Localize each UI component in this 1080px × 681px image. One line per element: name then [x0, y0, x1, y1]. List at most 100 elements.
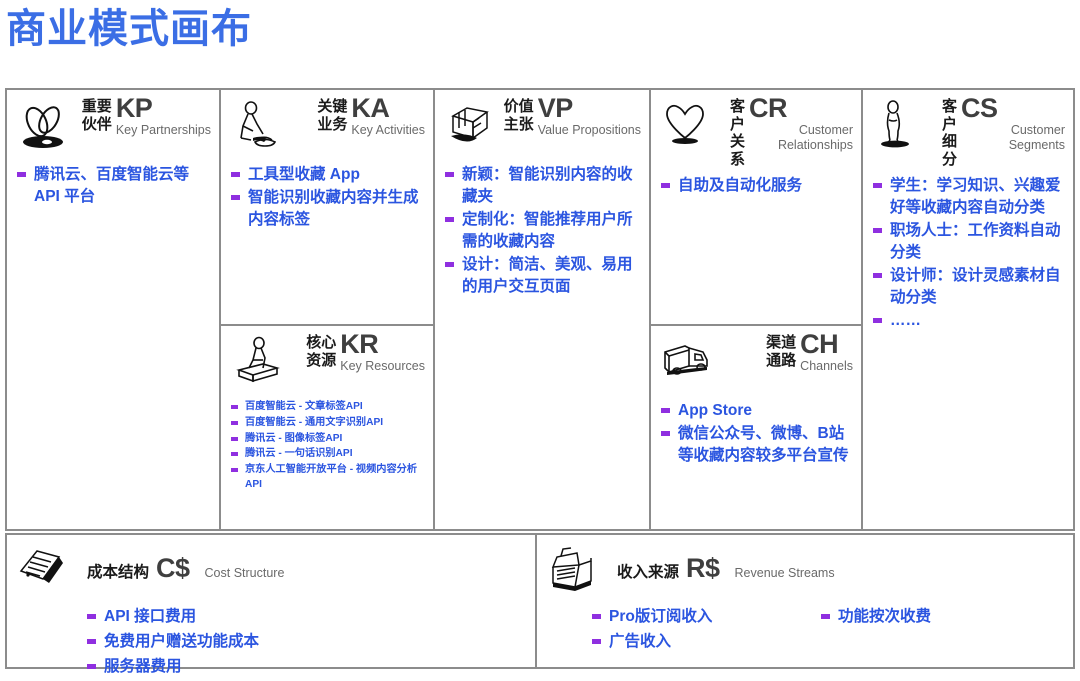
block-key-activities[interactable]: 关键 业务 KA Key Activities 工具型收藏 App 智能识别收藏…	[221, 90, 433, 326]
block-abbr: KA	[351, 93, 390, 123]
block-abbr: KP	[115, 93, 153, 123]
block-title-cn: 关键 业务	[317, 98, 348, 133]
page-title: 商业模式画布	[6, 7, 252, 51]
gift-package-icon	[443, 96, 501, 158]
block-title: 客户 细分 CS Customer Segments	[929, 93, 1065, 169]
column-customer-relationships: 客户 关系 CR Customer Relationships 自助及自动化服务	[651, 90, 863, 529]
block-title-en: Cost Structure	[204, 565, 285, 580]
block-title-en: Customer Segments	[1008, 122, 1065, 153]
block-cost-structure[interactable]: 成本结构 C$ Cost Structure API 接口费用 免费用户赠送功能…	[7, 535, 537, 675]
list-item[interactable]: 百度智能云 - 通用文字识别API	[229, 416, 425, 431]
block-abbr: KR	[340, 329, 379, 359]
column-key-partnerships: 重要 伙伴 KP Key Partnerships 腾讯云、百度智能云等 API…	[7, 90, 221, 529]
worker-pushing-icon	[229, 96, 287, 158]
cost-structure-list: API 接口费用 免费用户赠送功能成本 服务器费用	[85, 606, 527, 681]
block-abbr: C$	[156, 552, 190, 583]
block-abbr: CR	[749, 93, 788, 123]
block-header: 收入来源 R$ Revenue Streams	[545, 541, 1065, 597]
block-header: 客户 细分 CS Customer Segments	[871, 93, 1065, 169]
list-item[interactable]: 腾讯云 - 图像标签API	[229, 432, 425, 447]
block-title: 重要 伙伴 KP Key Partnerships	[73, 93, 211, 138]
block-header: 关键 业务 KA Key Activities	[229, 93, 425, 158]
block-title-cn: 客户 关系	[729, 98, 745, 169]
customer-segments-list: 学生：学习知识、兴趣爱好等收藏内容自动分类 职场人士：工作资料自动分类 设计师：…	[871, 175, 1065, 332]
block-key-partnerships[interactable]: 重要 伙伴 KP Key Partnerships 腾讯云、百度智能云等 API…	[7, 90, 219, 529]
invoice-document-icon	[15, 541, 77, 597]
list-item[interactable]: 设计：简洁、美观、易用的用户交互页面	[443, 254, 641, 298]
list-item[interactable]: 腾讯云、百度智能云等 API 平台	[15, 164, 211, 208]
block-title-en: Key Activities	[351, 122, 425, 137]
key-activities-list: 工具型收藏 App 智能识别收藏内容并生成内容标签	[229, 164, 425, 231]
column-value-propositions: 价值 主张 VP Value Propositions 新颖：智能识别内容的收藏…	[435, 90, 651, 529]
list-item[interactable]: App Store	[659, 400, 853, 422]
block-title-cn: 价值 主张	[503, 98, 534, 133]
block-header: 重要 伙伴 KP Key Partnerships	[15, 93, 211, 158]
block-customer-segments[interactable]: 客户 细分 CS Customer Segments 学生：学习知识、兴趣爱好等…	[863, 90, 1073, 529]
block-key-resources[interactable]: 核心 资源 KR Key Resources 百度智能云 - 文章标签API 百…	[221, 326, 433, 529]
channels-list: App Store 微信公众号、微博、B站等收藏内容较多平台宣传	[659, 400, 853, 467]
block-title-en: Customer Relationships	[777, 122, 853, 153]
list-item[interactable]: 免费用户赠送功能成本	[85, 631, 314, 653]
block-abbr: CS	[961, 93, 998, 123]
key-partnerships-list: 腾讯云、百度智能云等 API 平台	[15, 164, 211, 208]
delivery-truck-icon	[659, 332, 717, 394]
list-item[interactable]: 定制化：智能推荐用户所需的收藏内容	[443, 209, 641, 253]
canvas-grid: 重要 伙伴 KP Key Partnerships 腾讯云、百度智能云等 API…	[5, 88, 1075, 531]
list-item[interactable]: 腾讯云 - 一句话识别API	[229, 447, 425, 462]
list-item[interactable]: 学生：学习知识、兴趣爱好等收藏内容自动分类	[871, 175, 1065, 219]
block-abbr: VP	[537, 93, 574, 123]
list-item[interactable]: 广告收入	[590, 631, 819, 653]
block-header: 成本结构 C$ Cost Structure	[15, 541, 527, 597]
block-title-cn: 客户 细分	[941, 98, 957, 169]
block-title-cn: 渠道 通路	[766, 334, 797, 369]
list-item[interactable]: API 接口费用	[85, 606, 314, 628]
list-item[interactable]: 功能按次收费	[819, 606, 1018, 628]
list-item[interactable]: Pro版订阅收入	[590, 606, 819, 628]
block-title-en: Key Partnerships	[115, 122, 211, 137]
block-title-en: Key Resources	[340, 358, 425, 373]
block-abbr: R$	[686, 552, 720, 583]
block-title-cn: 核心 资源	[306, 334, 337, 369]
block-title-cn: 重要 伙伴	[81, 98, 112, 133]
block-value-propositions[interactable]: 价值 主张 VP Value Propositions 新颖：智能识别内容的收藏…	[435, 90, 649, 529]
block-title: 渠道 通路 CH Channels	[717, 329, 853, 374]
block-header: 价值 主张 VP Value Propositions	[443, 93, 641, 158]
column-key-activities: 关键 业务 KA Key Activities 工具型收藏 App 智能识别收藏…	[221, 90, 435, 529]
value-propositions-list: 新颖：智能识别内容的收藏夹 定制化：智能推荐用户所需的收藏内容 设计：简洁、美观…	[443, 164, 641, 298]
block-title-en: Value Propositions	[537, 122, 641, 137]
block-title-cn: 收入来源	[617, 563, 680, 581]
list-item[interactable]: 职场人士：工作资料自动分类	[871, 220, 1065, 264]
block-title-en: Channels	[800, 358, 853, 373]
list-item[interactable]: ……	[871, 310, 1065, 332]
revenue-streams-list: Pro版订阅收入 广告收入 功能按次收费	[590, 606, 1065, 656]
list-item[interactable]: 百度智能云 - 文章标签API	[229, 400, 425, 415]
block-customer-relationships[interactable]: 客户 关系 CR Customer Relationships 自助及自动化服务	[651, 90, 861, 326]
block-abbr: CH	[800, 329, 839, 359]
standing-person-icon	[871, 96, 929, 158]
block-header: 客户 关系 CR Customer Relationships	[659, 93, 853, 169]
list-item[interactable]: 微信公众号、微博、B站等收藏内容较多平台宣传	[659, 423, 853, 467]
list-item[interactable]: 设计师：设计灵感素材自动分类	[871, 265, 1065, 309]
key-resources-list: 百度智能云 - 文章标签API 百度智能云 - 通用文字识别API 腾讯云 - …	[229, 400, 425, 493]
list-item[interactable]: 京东人工智能开放平台 - 视频内容分析API	[229, 463, 425, 493]
heart-icon	[659, 96, 717, 158]
list-item[interactable]: 新颖：智能识别内容的收藏夹	[443, 164, 641, 208]
block-title: 关键 业务 KA Key Activities	[287, 93, 425, 138]
block-channels[interactable]: 渠道 通路 CH Channels App Store 微信公众号、微博、B站等…	[651, 326, 861, 529]
block-revenue-streams[interactable]: 收入来源 R$ Revenue Streams Pro版订阅收入 广告收入 功能…	[537, 535, 1073, 667]
block-title: 核心 资源 KR Key Resources	[287, 329, 425, 374]
block-title: 客户 关系 CR Customer Relationships	[717, 93, 853, 169]
list-item[interactable]: 工具型收藏 App	[229, 164, 425, 186]
list-item[interactable]: 服务器费用	[85, 656, 314, 678]
block-title: 价值 主张 VP Value Propositions	[501, 93, 641, 138]
customer-relationships-list: 自助及自动化服务	[659, 175, 853, 197]
worker-pallet-icon	[229, 332, 287, 394]
list-item[interactable]: 智能识别收藏内容并生成内容标签	[229, 187, 425, 231]
list-item[interactable]: 自助及自动化服务	[659, 175, 853, 197]
column-customer-segments: 客户 细分 CS Customer Segments 学生：学习知识、兴趣爱好等…	[863, 90, 1073, 529]
canvas-bottom-row: 成本结构 C$ Cost Structure API 接口费用 免费用户赠送功能…	[5, 533, 1075, 675]
block-header: 渠道 通路 CH Channels	[659, 329, 853, 394]
block-title-en: Revenue Streams	[734, 565, 835, 580]
block-header: 核心 资源 KR Key Resources	[229, 329, 425, 394]
